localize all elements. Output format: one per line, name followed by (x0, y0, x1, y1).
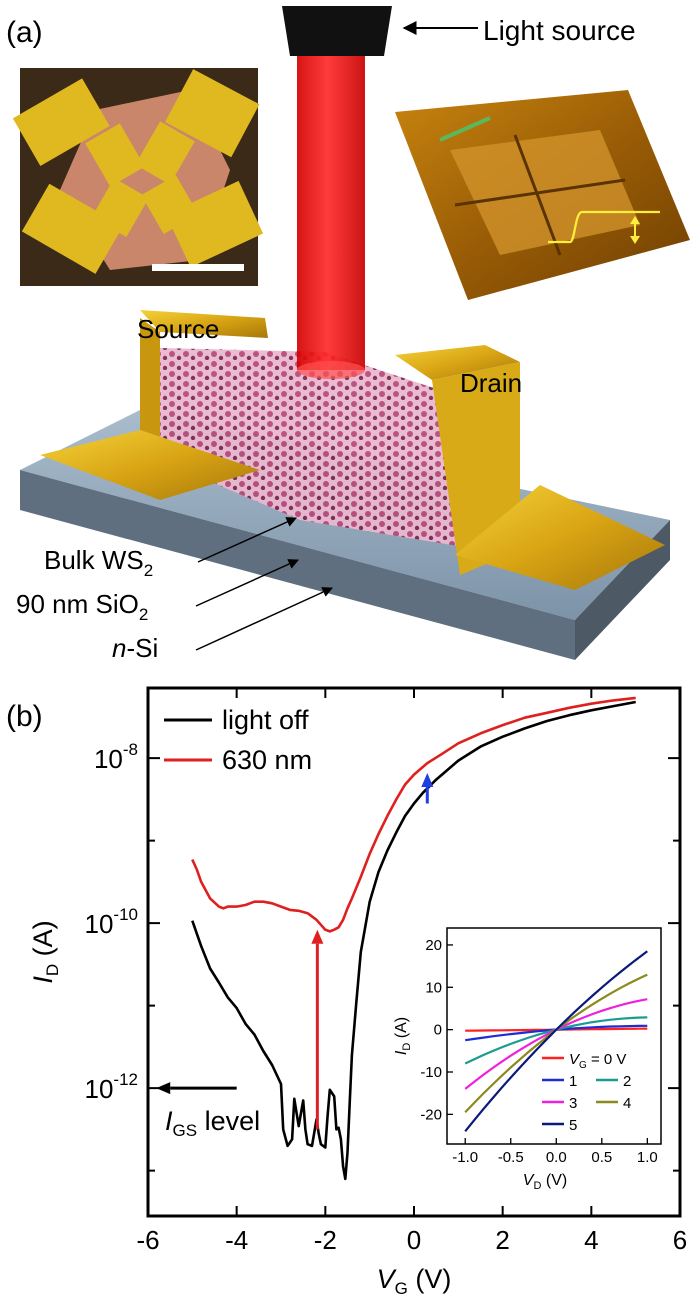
main-y-axis-label: ID (A) (28, 920, 62, 983)
x-tick-label: 4 (584, 1225, 598, 1255)
red-arrow (311, 929, 324, 1130)
igs-level-label: IGS level (165, 1106, 260, 1140)
ws2-crystal (160, 348, 470, 548)
afm-image-inset (395, 90, 690, 300)
drain-electrode (395, 345, 665, 590)
inset-legend-label-vg-1: 1 (569, 1073, 577, 1090)
svg-text:VG (V): VG (V) (377, 1264, 452, 1298)
svg-text:IGS level: IGS level (165, 1106, 260, 1140)
inset-x-axis-label: VD (V) (523, 1172, 567, 1192)
svg-text:Bulk WS2: Bulk WS2 (44, 545, 153, 580)
light-source-icon (282, 6, 392, 56)
legend-label-630-nm: 630 nm (222, 745, 312, 775)
inset-legend-label-vg-2: 2 (623, 1073, 631, 1090)
panel-a-label: (a) (6, 16, 43, 49)
source-label: Source (137, 314, 219, 344)
inset-legend-label-vg-5: 5 (569, 1117, 577, 1134)
svg-text:90 nm SiO2: 90 nm SiO2 (16, 589, 148, 624)
drain-label: Drain (460, 368, 522, 398)
inset-y-tick-label: 0 (434, 1022, 442, 1039)
igs-level-arrow (156, 1082, 237, 1095)
y-tick-label: 10-8 (94, 740, 138, 774)
x-tick-label: 2 (495, 1225, 509, 1255)
optical-micrograph-inset (12, 68, 264, 286)
y-tick-label: 10-10 (85, 905, 139, 939)
inset-y-tick-label: 10 (425, 979, 442, 996)
afm-height-profile (548, 210, 660, 244)
series-light-off (191, 700, 636, 1181)
inset-y-tick-label: -20 (420, 1106, 442, 1123)
blue-arrow (421, 772, 434, 804)
x-tick-label: -4 (225, 1225, 248, 1255)
svg-text:ID (A): ID (A) (28, 920, 62, 983)
layer-label-substrate: n-Si (112, 633, 158, 663)
inset-x-tick-label: 0.5 (591, 1149, 612, 1166)
inset-y-tick-label: -10 (420, 1064, 442, 1081)
panel-a: (a) (6, 6, 690, 663)
x-tick-label: -6 (136, 1225, 159, 1255)
afm-line-profile-marker (439, 116, 491, 142)
series-630-nm (191, 696, 636, 933)
inset-x-tick-label: 0.0 (546, 1149, 567, 1166)
x-tick-label: 0 (407, 1225, 421, 1255)
inset-legend-label-vg-4: 4 (623, 1095, 631, 1112)
svg-text:n-Si: n-Si (112, 633, 158, 663)
scale-bar (152, 264, 244, 271)
inset-plot-frame (446, 927, 662, 1145)
main-x-axis-label: VG (V) (377, 1264, 452, 1298)
svg-text:ID (A): ID (A) (393, 1017, 413, 1055)
inset-legend-label-vg-0: VG = 0 V (569, 1051, 626, 1071)
source-electrode (40, 310, 268, 500)
inset-series-vg-5 (464, 950, 648, 1132)
inset-x-tick-label: 1.0 (637, 1149, 658, 1166)
legend-label-light-off: light off (222, 705, 309, 735)
y-tick-label: 10-12 (85, 1070, 139, 1104)
svg-text:VD (V): VD (V) (523, 1172, 567, 1192)
inset-y-tick-label: 20 (425, 937, 442, 954)
x-tick-label: -2 (314, 1225, 337, 1255)
layer-label-oxide: 90 nm SiO2 (16, 589, 148, 624)
panel-b-label: (b) (6, 700, 43, 733)
inset-x-tick-label: -0.5 (498, 1149, 524, 1166)
inset-plot: -1.0 -0.5 0.0 0.5 1.0 -20 -10 0 10 20 VG = 0 V 1 2 3… (393, 927, 662, 1192)
inset-legend-label-vg-3: 3 (569, 1095, 577, 1112)
light-beam (297, 48, 365, 379)
layer-label-bulk: Bulk WS2 (44, 545, 153, 580)
inset-x-tick-label: -1.0 (452, 1149, 478, 1166)
light-source-label: Light source (483, 15, 636, 46)
x-tick-label: 6 (673, 1225, 687, 1255)
inset-y-axis-label: ID (A) (393, 1017, 413, 1055)
